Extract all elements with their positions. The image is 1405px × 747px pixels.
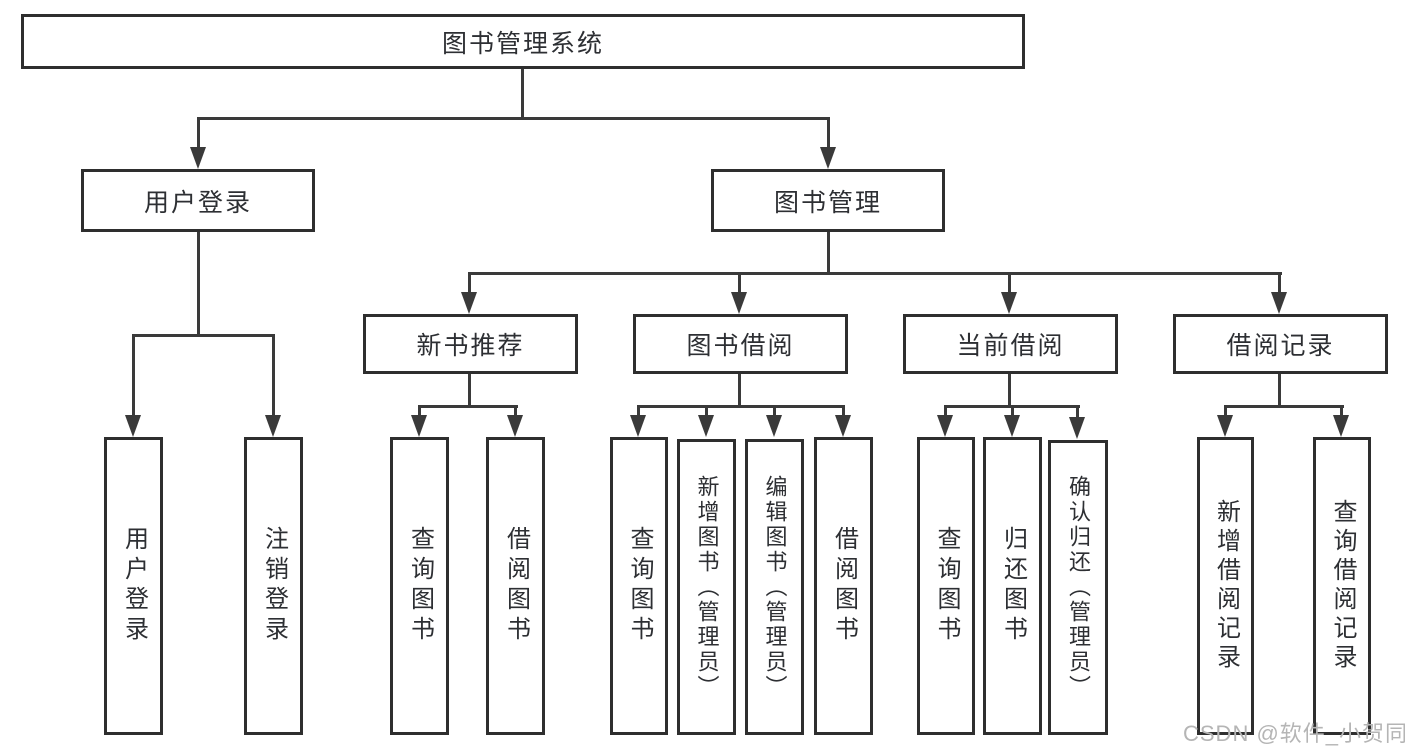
leaf-node-edit-books-admin: 编辑图书（管理员） [745,439,804,735]
arrowhead-icon [1217,415,1233,437]
connector-line [1008,374,1011,408]
group-node-borrowing-records: 借阅记录 [1173,314,1388,374]
arrowhead-icon [461,292,477,314]
arrowhead-icon [731,292,747,314]
connector-line [827,117,830,149]
branch-node-book-management: 图书管理 [711,169,945,232]
arrowhead-icon [835,415,851,437]
connector-line [705,405,708,417]
arrowhead-icon [1004,415,1020,437]
connector-line [637,405,640,417]
connector-line [514,405,517,417]
connector-line [738,272,741,294]
arrowhead-icon [820,147,836,169]
connector-line [1076,405,1079,417]
arrowhead-icon [507,415,523,437]
leaf-node-add-borrow-record: 新增借阅记录 [1197,437,1254,735]
connector-line [1340,405,1343,417]
leaf-node-label: 借阅图书 [830,526,858,646]
arrowhead-icon [630,415,646,437]
connector-line [944,405,947,417]
leaf-node-user-login: 用户登录 [104,437,163,735]
group-node-new-book-recommend: 新书推荐 [363,314,578,374]
leaf-node-confirm-return-admin: 确认归还（管理员） [1048,440,1108,735]
leaf-node-label: 注销登录 [260,526,288,646]
connector-line [1278,272,1281,294]
leaf-node-query-books-recommend: 查询图书 [390,437,449,735]
group-node-book-borrowing: 图书借阅 [633,314,848,374]
branch-node-label: 用户登录 [143,188,252,217]
connector-line [418,405,518,408]
group-node-label: 借阅记录 [1226,332,1335,360]
leaf-node-label: 确认归还（管理员） [1066,475,1091,700]
connector-line [468,374,471,408]
leaf-node-label: 借阅图书 [502,526,530,646]
arrowhead-icon [411,415,427,437]
arrowhead-icon [190,147,206,169]
leaf-node-query-books-current: 查询图书 [917,437,975,735]
leaf-node-logout: 注销登录 [244,437,303,735]
branch-node-label: 图书管理 [773,188,882,217]
arrowhead-icon [766,415,782,437]
connector-line [1011,405,1014,417]
connector-line [521,69,524,120]
connector-line [842,405,845,417]
connector-line [738,374,741,408]
group-node-current-borrowing: 当前借阅 [903,314,1118,374]
connector-line [132,334,275,337]
connector-line [418,405,421,417]
leaf-node-label: 查询借阅记录 [1329,499,1356,673]
connector-line [1224,405,1344,408]
leaf-node-label: 归还图书 [999,526,1027,646]
leaf-node-borrow-books-recommend: 借阅图书 [486,437,545,735]
connector-line [1224,405,1227,417]
connector-line [272,334,275,417]
leaf-node-query-books-borrowing: 查询图书 [610,437,668,735]
leaf-node-label: 编辑图书（管理员） [762,474,788,700]
group-node-label: 图书借阅 [686,332,795,360]
leaf-node-label: 查询图书 [406,526,434,646]
leaf-node-label: 用户登录 [120,526,148,646]
arrowhead-icon [125,415,141,437]
connector-line [1278,374,1281,408]
csdn-watermark: CSDN @软件_小贺同学 [1183,721,1405,746]
connector-line [197,232,200,337]
connector-line [773,405,776,417]
connector-line [637,405,845,408]
leaf-node-query-borrow-record: 查询借阅记录 [1313,437,1371,735]
connector-line [468,272,471,294]
root-node-library-system: 图书管理系统 [21,14,1025,69]
branch-node-user-login: 用户登录 [81,169,315,232]
connector-line [827,232,830,275]
arrowhead-icon [1069,417,1085,439]
leaf-node-label: 新增借阅记录 [1212,499,1240,673]
leaf-node-label: 新增图书（管理员） [694,474,720,700]
connector-line [197,117,200,149]
leaf-node-label: 查询图书 [933,526,960,646]
arrowhead-icon [1333,415,1349,437]
connector-line [197,117,830,120]
arrowhead-icon [1271,292,1287,314]
connector-line [468,272,1282,275]
leaf-node-label: 查询图书 [626,526,653,646]
arrowhead-icon [1001,292,1017,314]
connector-line [1008,272,1011,294]
leaf-node-add-books-admin: 新增图书（管理员） [677,439,736,735]
connector-line [132,334,135,417]
group-node-label: 当前借阅 [956,332,1065,360]
leaf-node-return-books: 归还图书 [983,437,1042,735]
leaf-node-borrow-books: 借阅图书 [814,437,873,735]
root-node-label: 图书管理系统 [441,29,604,58]
arrowhead-icon [265,415,281,437]
arrowhead-icon [937,415,953,437]
arrowhead-icon [698,415,714,437]
group-node-label: 新书推荐 [416,332,525,360]
